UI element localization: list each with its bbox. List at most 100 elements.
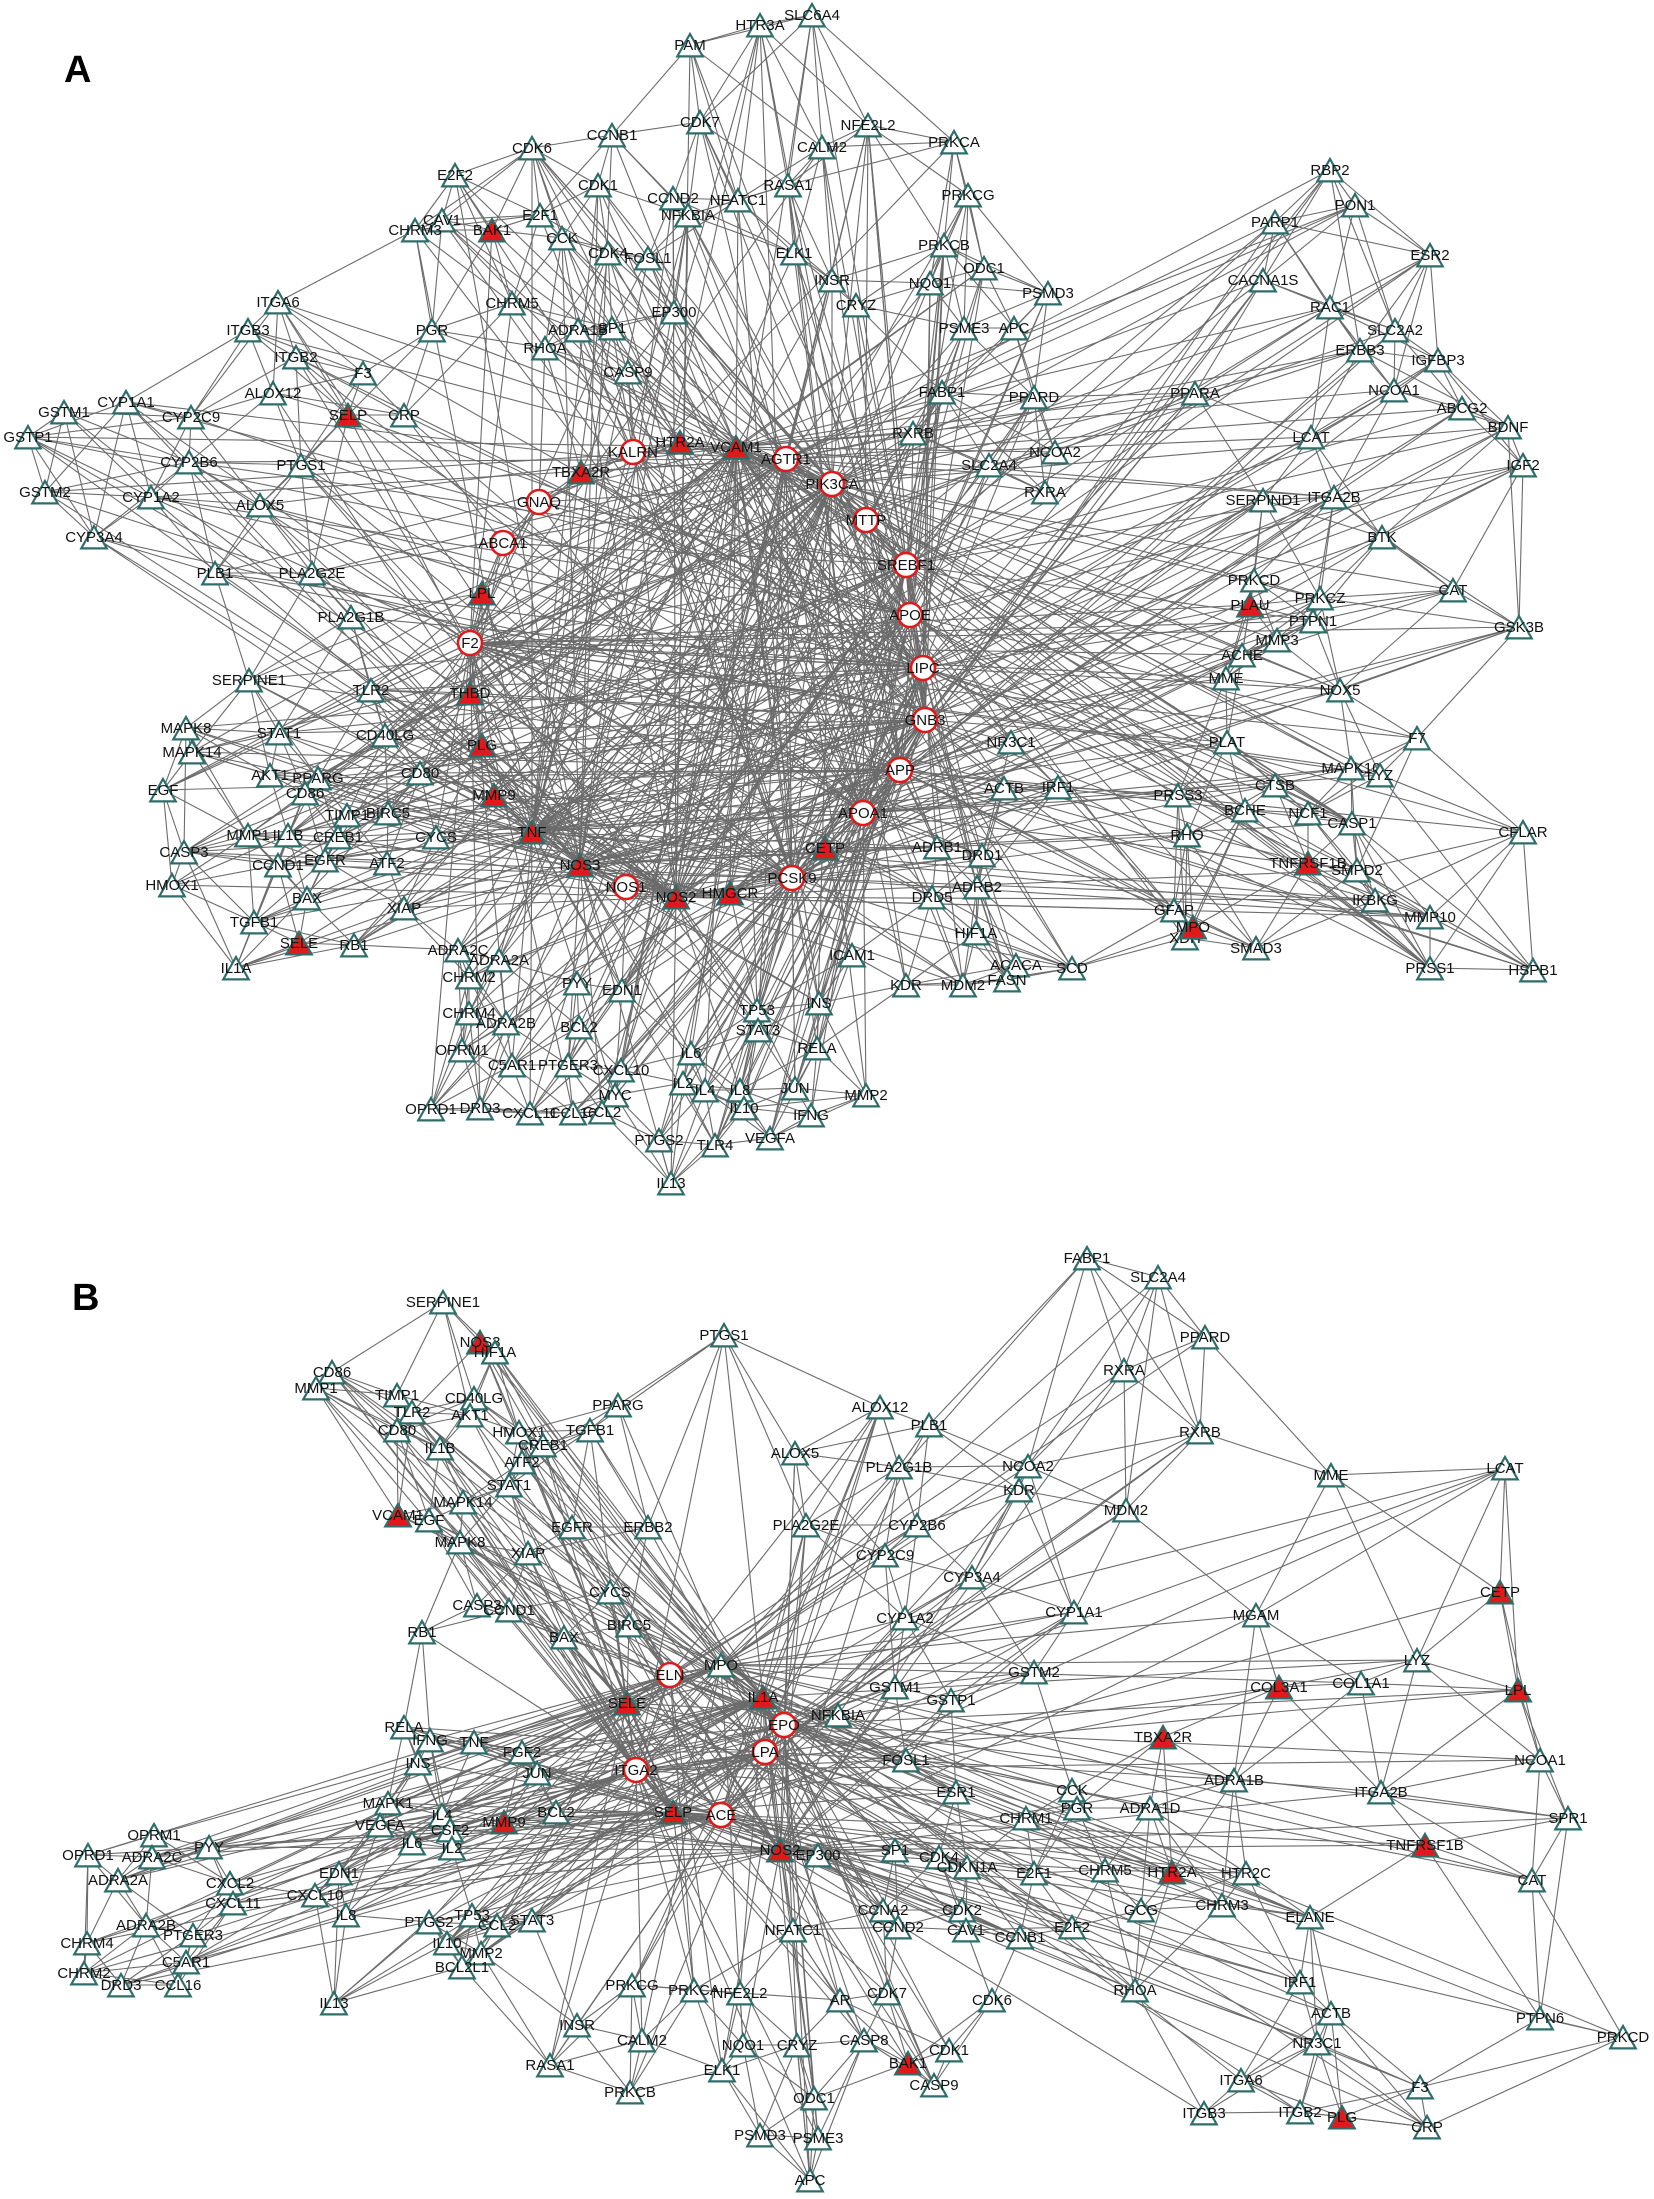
node-ptgs2: PTGS2 (404, 1908, 454, 1935)
node-label: BAX (549, 1629, 579, 1646)
triangle-node-marker (339, 931, 369, 958)
node-label: SP1 (598, 320, 626, 337)
network-edge (430, 1022, 507, 1110)
node-adra2c: ADRA2C (428, 936, 489, 963)
network-edge (783, 1689, 1519, 1726)
node-label: CASP9 (603, 364, 652, 381)
node-cycs: CYCS (415, 823, 457, 850)
node-label: NOS2 (656, 889, 697, 906)
node-label: SP1 (881, 1842, 909, 1859)
network-edge (190, 392, 274, 418)
node-tbxa2r: TBXA2R (552, 458, 610, 485)
network-edge (1253, 499, 1264, 581)
network-edge (493, 446, 737, 796)
network-edge (862, 812, 1358, 871)
network-edge (631, 1814, 722, 1986)
node-label: PGR (416, 322, 449, 339)
triangle-node-marker (221, 954, 251, 981)
node-bcl2: BCL2 (560, 1013, 598, 1040)
network-edge (379, 1811, 674, 1826)
network-edge (1354, 204, 1431, 256)
network-edge (779, 1489, 1020, 1851)
node-label: CASP9 (909, 2077, 958, 2094)
network-edge (1351, 822, 1376, 901)
node-cyp2b6: CYP2B6 (888, 1511, 946, 1538)
network-edge (1329, 169, 1431, 256)
network-edge (689, 44, 701, 123)
node-label: DRD1 (962, 847, 1003, 864)
node-label: CDK6 (972, 1992, 1012, 2009)
node-label: HTR2A (655, 434, 704, 451)
triangle-node-marker (234, 666, 264, 693)
node-label: EGFR (551, 1519, 593, 1536)
node-bcl2l1: BCL2L1 (435, 1953, 489, 1980)
node-label: PTPN6 (1516, 2010, 1564, 2027)
node-parp1: PARP1 (1251, 208, 1299, 235)
node-e2f2: E2F2 (437, 161, 473, 188)
network-edge (491, 147, 533, 231)
network-edge (699, 14, 813, 123)
node-label: PGR (1061, 1800, 1094, 1817)
network-edge (429, 1739, 443, 1816)
network-edge (1419, 2017, 1541, 2088)
network-edge (816, 984, 907, 1049)
network-edge (627, 371, 793, 879)
node-rho: RHO (1170, 821, 1204, 848)
network-edge (831, 426, 1509, 485)
network-edge (1381, 426, 1509, 538)
triangle-node-marker (263, 288, 293, 315)
node-label: NR3C1 (986, 734, 1035, 751)
network-edge (811, 14, 869, 126)
network-edge (1416, 1467, 1506, 1661)
network-edge (737, 146, 823, 201)
node-adrb2: ADRB2 (952, 873, 1002, 900)
node-adra1b: ADRA1B (548, 316, 608, 343)
network-edge (1499, 1591, 1541, 1761)
node-e2f1: E2F1 (522, 201, 558, 228)
panel-label-b: B (72, 1277, 99, 1319)
triangle-node-marker (290, 779, 320, 806)
network-edge (785, 221, 1276, 460)
network-edge (345, 1751, 766, 1916)
network-edge (459, 1541, 671, 1676)
node-ccnb1: CCNB1 (995, 1923, 1045, 1950)
node-sele: SELE (608, 1689, 646, 1716)
node-label: CREB1 (313, 829, 363, 846)
triangle-node-marker (174, 448, 204, 475)
network-edge (779, 1849, 935, 2086)
network-edge (924, 244, 945, 721)
node-tgfb1: TGFB1 (230, 908, 278, 935)
network-edge (125, 401, 152, 498)
node-ncoa1: NCOA1 (1368, 376, 1420, 403)
triangle-node-marker (1325, 676, 1355, 703)
node-label: CCL2 (583, 1104, 621, 1121)
node-label: IFNG (412, 1732, 448, 1749)
node-cd80: CD80 (378, 1416, 416, 1443)
node-label: SERPIND1 (1225, 492, 1300, 509)
network-edge (821, 141, 955, 148)
node-label: ERBB2 (623, 1519, 672, 1536)
network-edge (171, 834, 249, 886)
node-icam1: ICAM1 (829, 941, 875, 968)
network-edge (531, 221, 1276, 833)
network-edge (387, 1726, 405, 1804)
network-edge (214, 464, 302, 574)
node-label: CCND2 (647, 190, 699, 207)
node-igf2: IGF2 (1506, 451, 1540, 478)
network-edge (928, 1424, 1020, 1491)
node-label: ADRA2C (122, 1849, 183, 1866)
node-label: EDN1 (602, 982, 642, 999)
network-edge (314, 1849, 781, 1896)
node-prkca: PRKCA (928, 128, 980, 155)
triangle-node-marker (917, 883, 947, 910)
network-edge (1507, 426, 1520, 628)
network-edge (171, 884, 677, 898)
network-edge (950, 1671, 1035, 1701)
triangle-node-marker (915, 269, 945, 296)
node-label: PLA2G1B (318, 609, 385, 626)
node-label: ELK1 (704, 2062, 741, 2079)
network-edge (1027, 1276, 1159, 1467)
network-edge (976, 886, 1073, 969)
network-edge (386, 642, 471, 864)
network-edge (1380, 1689, 1519, 1793)
